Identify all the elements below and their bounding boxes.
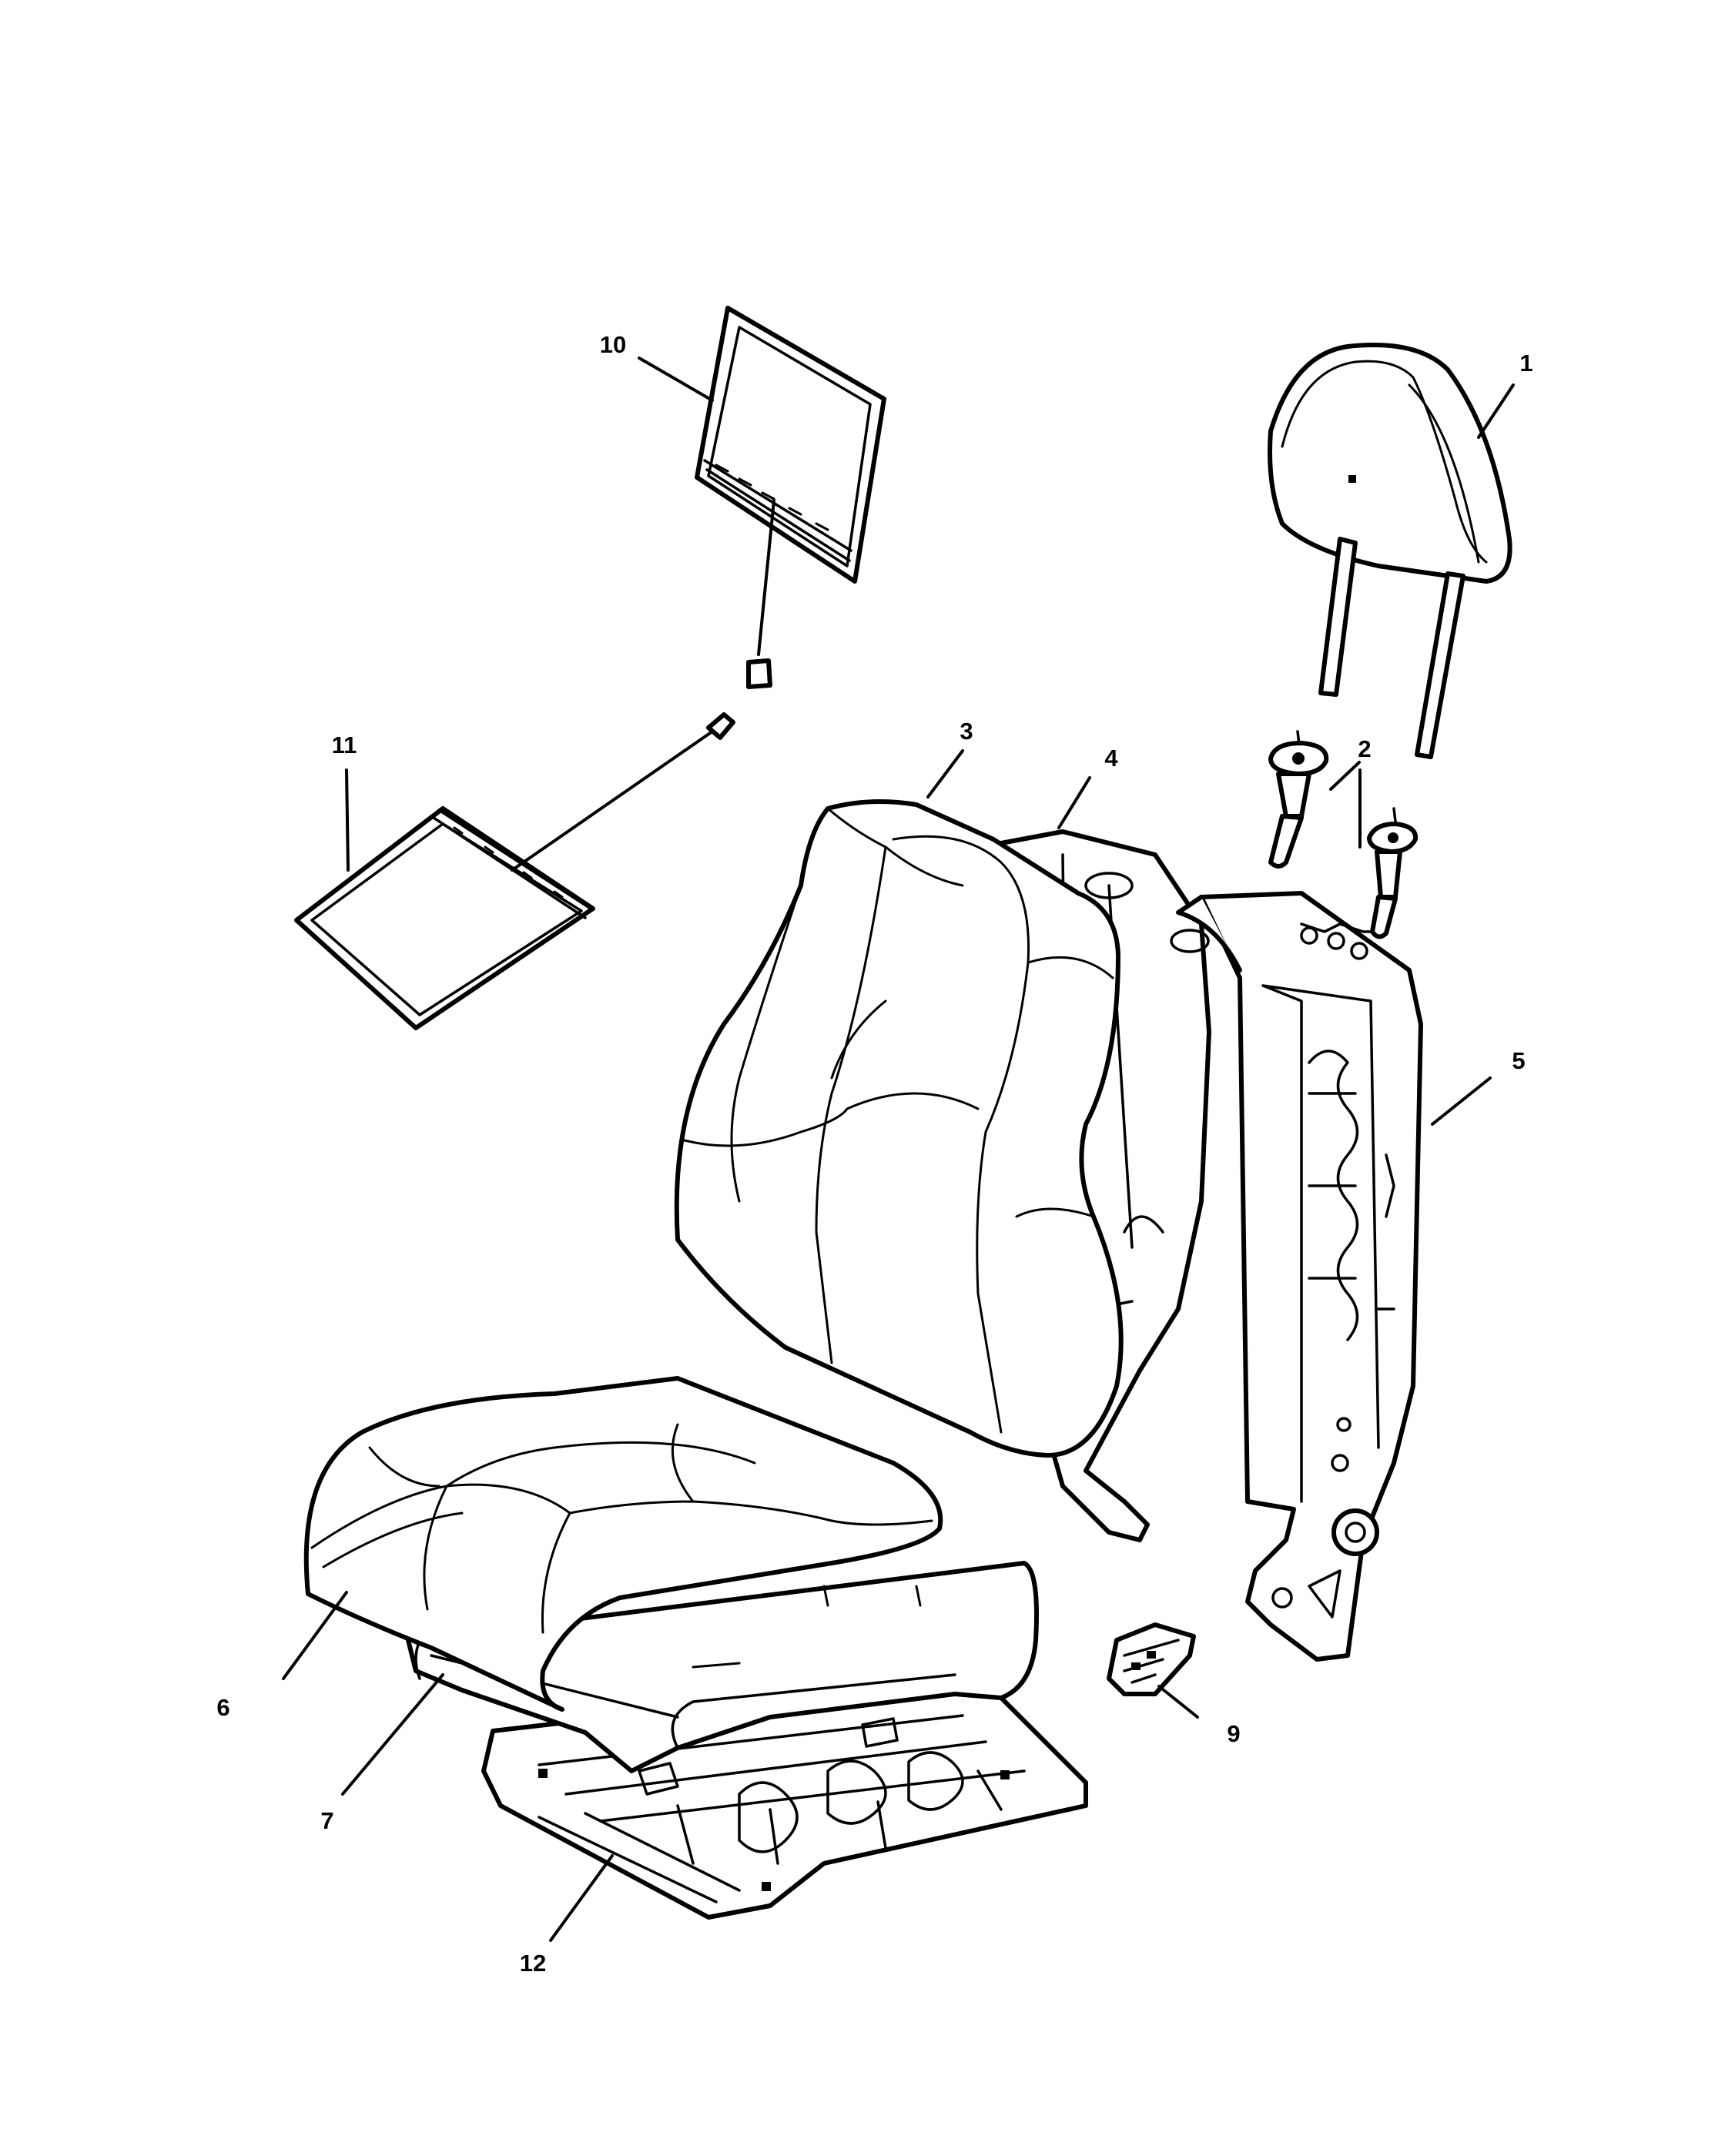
callout-5: 5 — [1512, 1047, 1526, 1074]
callout-10: 10 — [599, 331, 627, 358]
seat-back-frame — [1176, 891, 1423, 1662]
headrest-guide-sleeves — [1268, 730, 1419, 939]
callout-3: 3 — [960, 718, 973, 745]
leader-line-9 — [1157, 1685, 1199, 1719]
callout-12: 12 — [519, 1950, 547, 1977]
headrest — [1268, 343, 1512, 759]
callout-9: 9 — [1227, 1720, 1241, 1747]
cushion-heater-element — [294, 712, 735, 1030]
callout-4: 4 — [1104, 745, 1118, 772]
leader-line-12 — [549, 1854, 614, 1942]
cushion-cover — [303, 1376, 943, 1712]
callout-6: 6 — [216, 1694, 230, 1721]
leader-line-1 — [1477, 383, 1515, 439]
leader-line-2a — [1329, 761, 1361, 791]
callout-11: 11 — [331, 732, 357, 758]
leader-line-7 — [341, 1673, 444, 1796]
leader-line-3 — [926, 749, 964, 798]
callout-2: 2 — [1358, 735, 1372, 762]
leader-line-11 — [345, 768, 350, 872]
callout-7: 7 — [320, 1807, 334, 1834]
leader-lines — [282, 357, 1515, 1942]
leader-line-5 — [1431, 1076, 1492, 1126]
back-heater-element — [695, 306, 886, 689]
leader-line-4 — [1057, 776, 1091, 829]
connector-bracket — [1107, 1622, 1196, 1696]
seat-back-cover — [674, 799, 1124, 1458]
leader-line-10 — [638, 357, 714, 402]
leader-line-6 — [282, 1591, 348, 1680]
callout-1: 1 — [1519, 350, 1533, 377]
